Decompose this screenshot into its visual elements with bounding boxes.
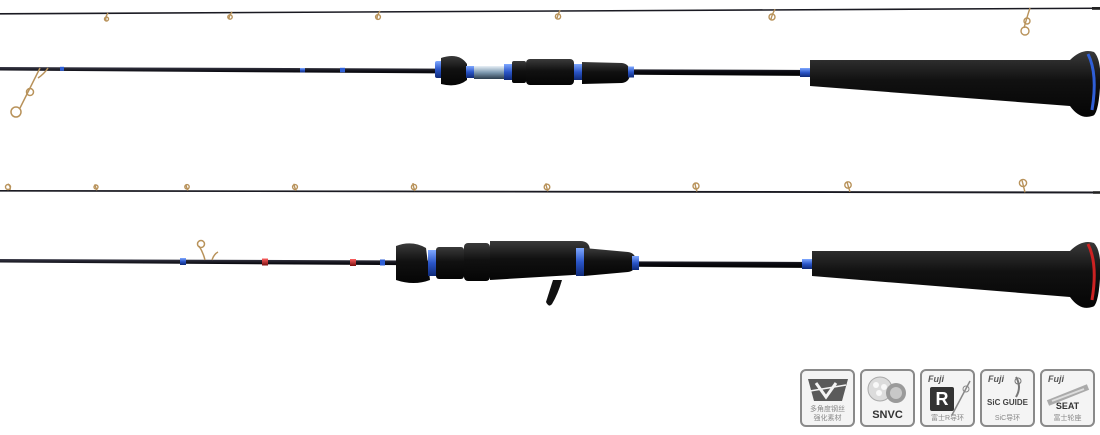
spinning-rod-reel-seat bbox=[435, 56, 634, 86]
casting-rod-rear-grip bbox=[812, 242, 1100, 308]
fuji-sic-guide-badge: Fuji SiC GUIDE SiC导环 bbox=[980, 369, 1035, 427]
fuji-seat-cn: 富士轮座 bbox=[1053, 415, 1082, 422]
casting-rod-reel-seat bbox=[396, 241, 639, 306]
sic-guide-icon bbox=[1014, 376, 1022, 398]
spinning-rod bbox=[0, 7, 1100, 118]
fuji-sic-label: SiC GUIDE bbox=[987, 398, 1028, 407]
fuji-r-badge: Fuji R 富士R导环 bbox=[920, 369, 975, 427]
casting-rod bbox=[0, 178, 1100, 308]
spinning-rod-rear-grip bbox=[810, 51, 1100, 117]
spinning-rod-tip-guides bbox=[103, 7, 1031, 36]
snvc-badge: SNVC bbox=[860, 369, 915, 427]
fuji-guide-icon bbox=[951, 380, 971, 416]
nano-badge-line2: 强化素材 bbox=[813, 415, 842, 422]
casting-rod-tip-section bbox=[0, 178, 1100, 194]
fuji-sic-brand: Fuji bbox=[988, 374, 1004, 384]
casting-rod-tip-guides bbox=[4, 178, 1028, 193]
fuji-sic-cn: SiC导环 bbox=[994, 415, 1021, 422]
fuji-r-letter: R bbox=[930, 387, 954, 411]
fuji-seat-badge: Fuji SEAT 富士轮座 bbox=[1040, 369, 1095, 427]
nano-badge-line1: 多角度钢丝 bbox=[810, 406, 845, 413]
snvc-badge-label: SNVC bbox=[872, 409, 903, 421]
fuji-seat-label: SEAT bbox=[1055, 401, 1080, 411]
spinning-rod-butt-section bbox=[0, 51, 1100, 118]
snvc-sphere-icon bbox=[867, 376, 906, 403]
reel-seat-icon bbox=[1046, 384, 1090, 406]
nano-logo-icon bbox=[808, 379, 848, 401]
casting-rod-butt-section bbox=[0, 239, 1100, 308]
fuji-seat-brand: Fuji bbox=[1048, 374, 1064, 384]
fuji-r-cn: 富士R导环 bbox=[930, 415, 965, 422]
nano-material-badge: 多角度钢丝 强化素材 bbox=[800, 369, 855, 427]
spinning-rod-tip-section bbox=[0, 7, 1100, 36]
fuji-r-brand: Fuji bbox=[928, 374, 944, 384]
feature-badges: 多角度钢丝 强化素材 SNVC Fuji R 富士R导环 Fuji SiC GU… bbox=[800, 369, 1096, 427]
